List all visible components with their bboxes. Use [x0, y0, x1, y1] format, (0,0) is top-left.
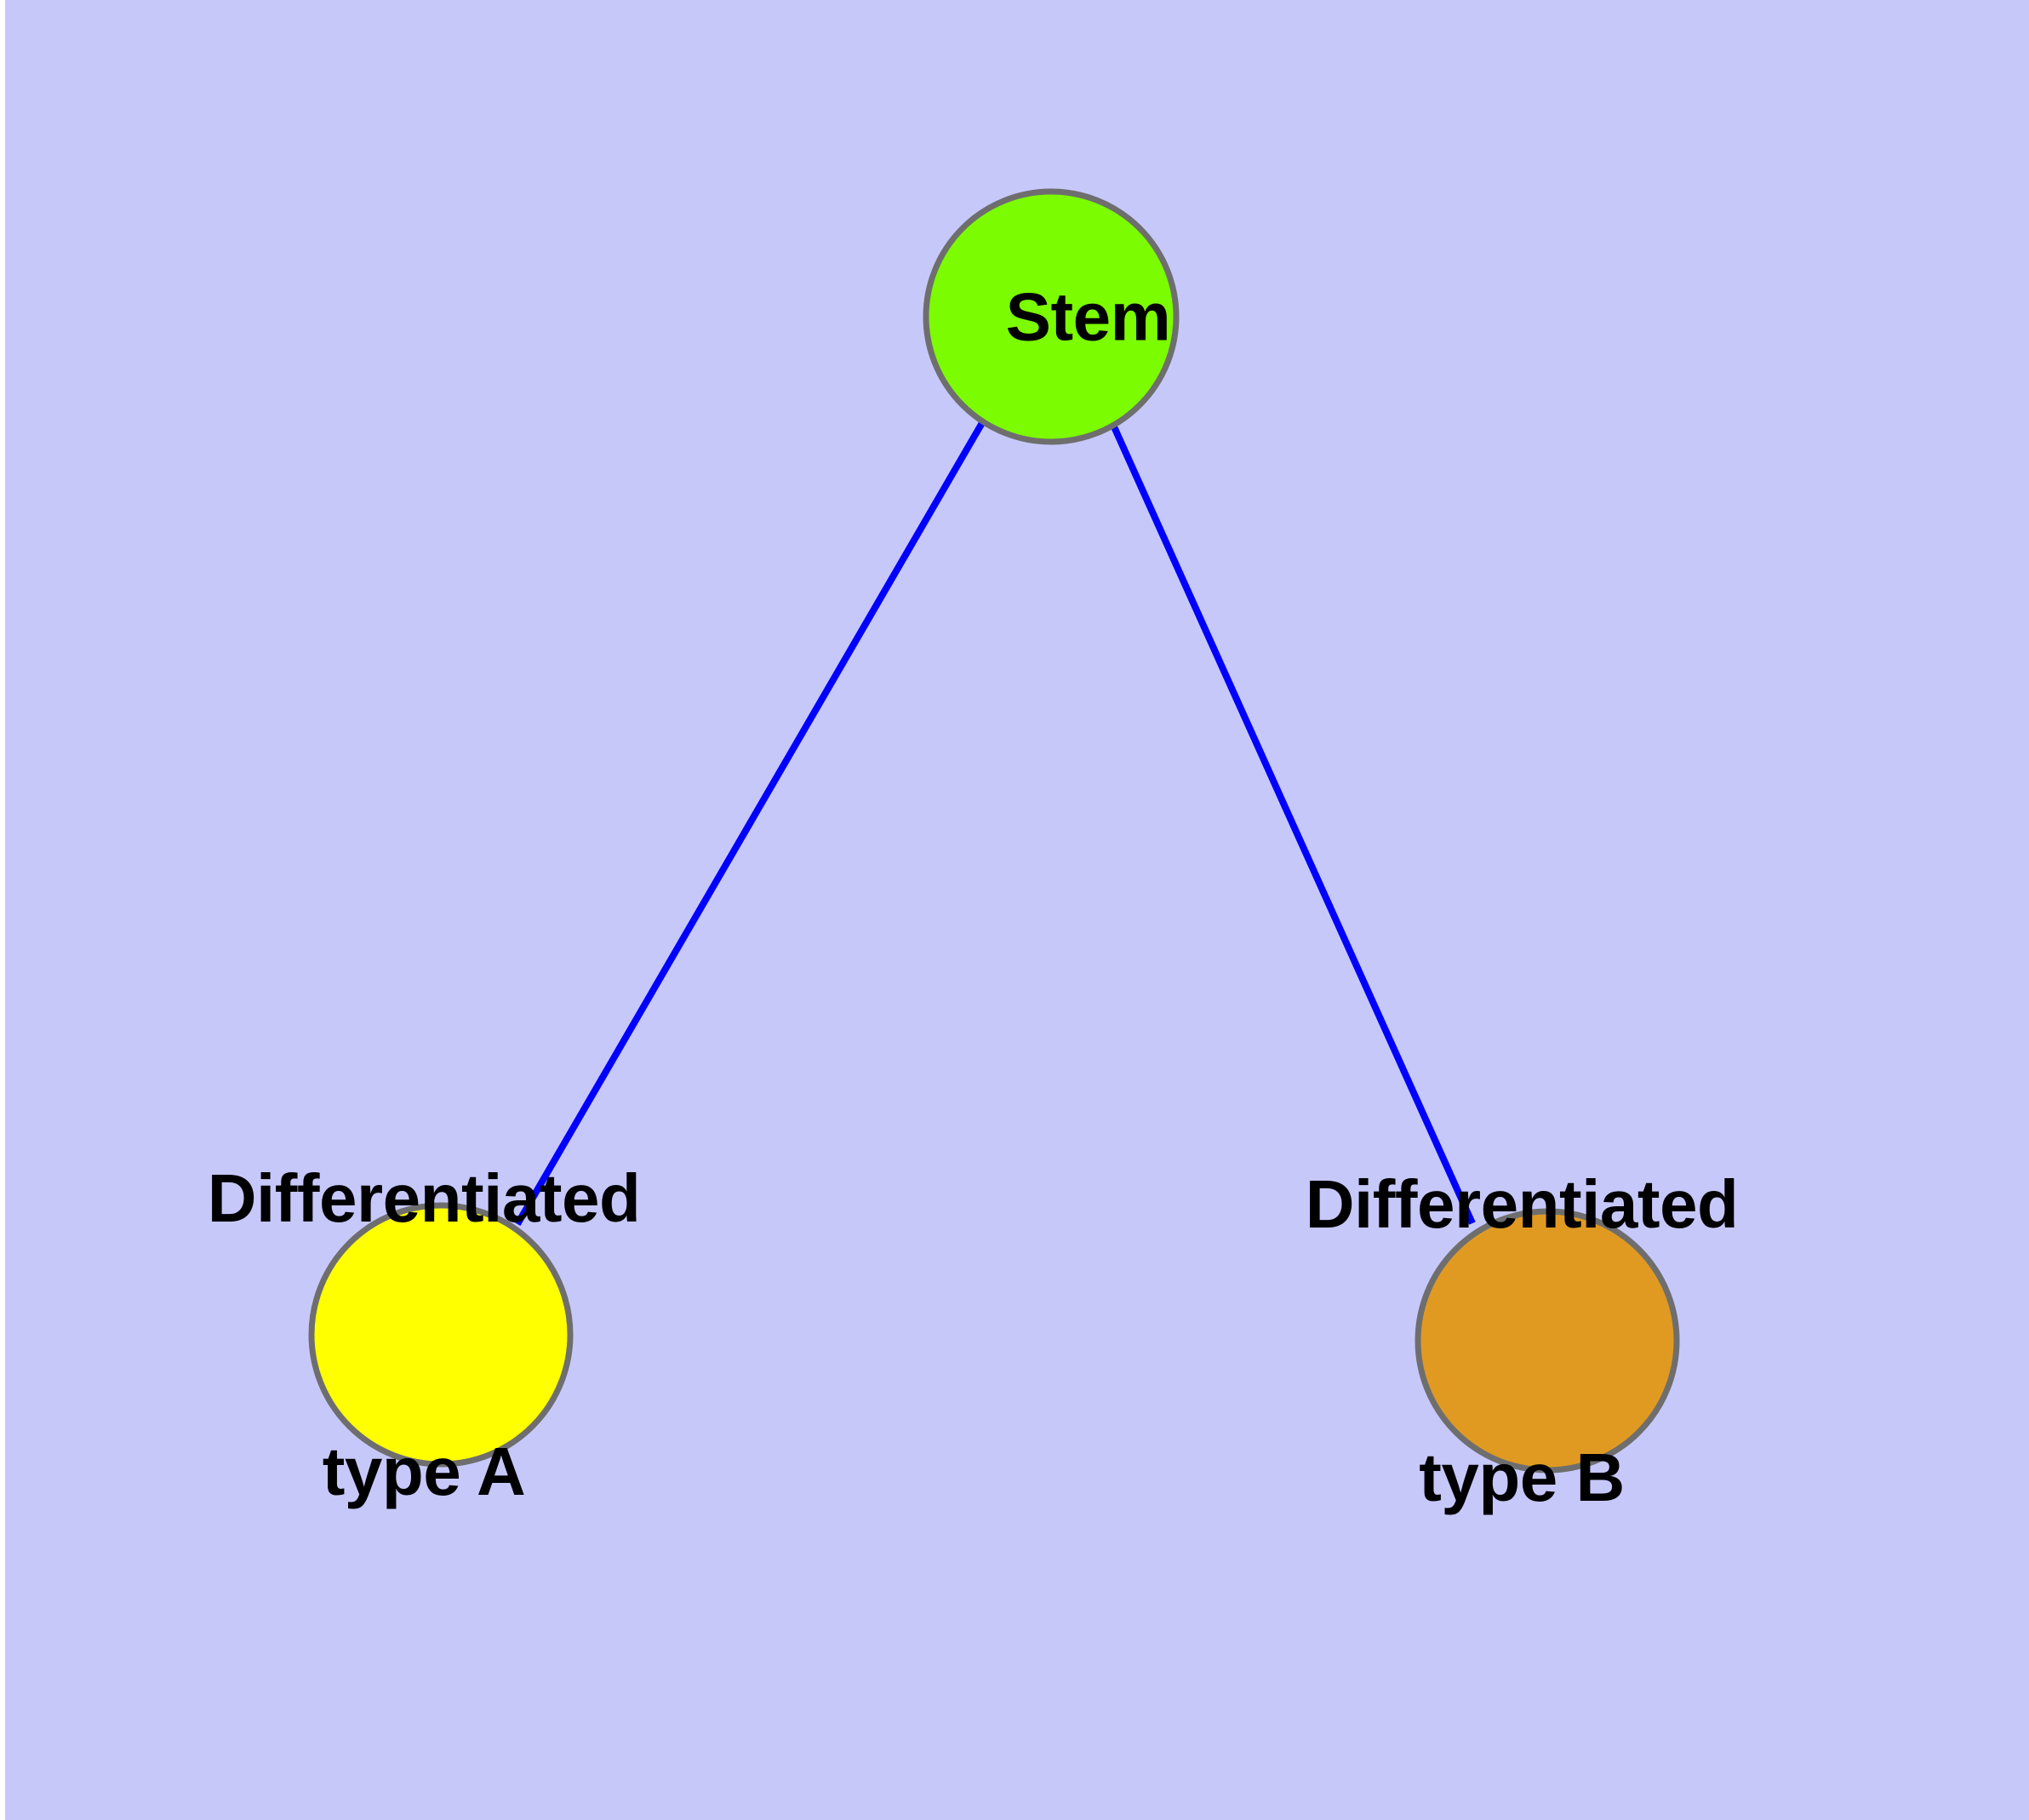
- node-differentiated-type-a[interactable]: [308, 1202, 574, 1468]
- node-differentiated-type-b[interactable]: [1415, 1208, 1680, 1474]
- edge-stem-to-differentiated-b[interactable]: [1109, 421, 1476, 1225]
- edge-stem-to-differentiated-a[interactable]: [514, 419, 986, 1227]
- node-stem[interactable]: [923, 188, 1180, 445]
